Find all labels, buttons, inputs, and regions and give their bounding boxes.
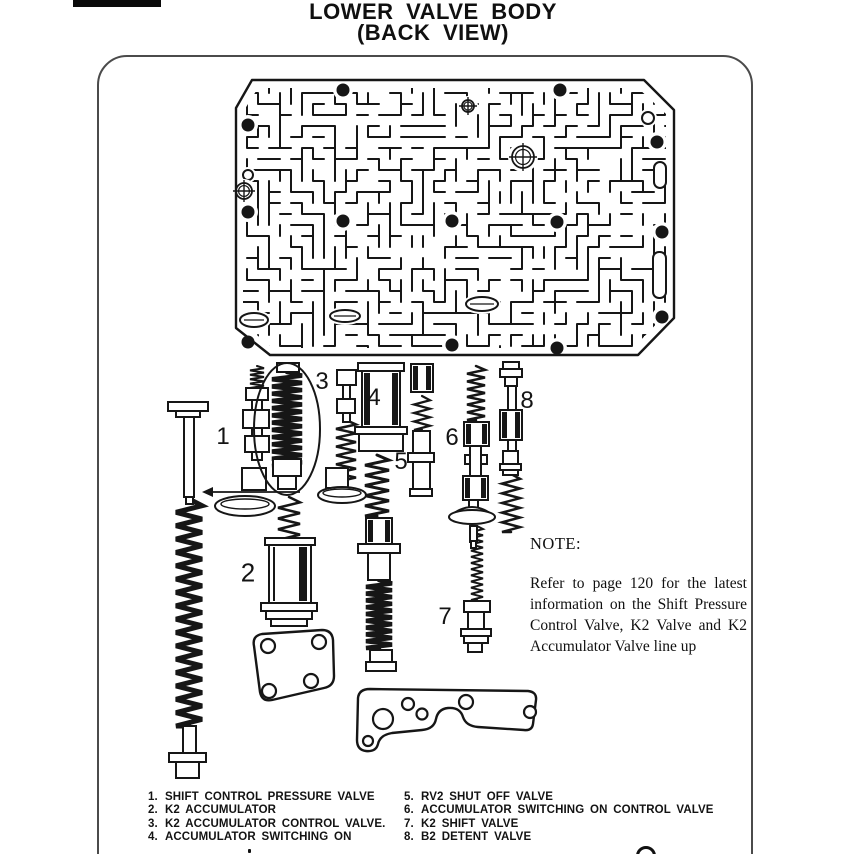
- valve-body-drawing: [232, 78, 676, 358]
- legend-column-right: 5. RV2 SHUT OFF VALVE 6. ACCUMULATOR SWITCH…: [404, 791, 714, 844]
- legend-item-number: 4.: [148, 830, 158, 843]
- diagram-frame: [97, 55, 753, 854]
- header-bar-mark: [73, 0, 161, 7]
- title-line2: (BACK VIEW): [356, 20, 510, 45]
- part-number-callout-5: 5: [394, 448, 408, 475]
- legend-item-label: SHIFT CONTROL PRESSURE VALVE: [165, 791, 375, 803]
- legend-item-number: 7.: [404, 817, 414, 830]
- legend-item: 7. K2 SHIFT VALVE: [404, 818, 714, 831]
- legend-item-number: 8.: [404, 830, 414, 843]
- legend-item: 5. RV2 SHUT OFF VALVE: [404, 791, 714, 804]
- legend-column-left: 1. SHIFT CONTROL PRESSURE VALVE 2. K2 ACCUM…: [148, 791, 385, 844]
- note-body: Refer to page 120 for the latest informa…: [530, 575, 747, 655]
- note-block: NOTE: Refer to page 120 for the latest i…: [530, 534, 747, 657]
- legend-item-label: K2 SHIFT VALVE: [421, 817, 519, 830]
- part-number-callout-4: 4: [367, 384, 381, 411]
- stray-period-mark: [248, 849, 251, 853]
- legend-item-label: ACCUMULATOR SWITCHING ON: [165, 830, 352, 843]
- part-number-callout-1: 1: [216, 423, 230, 450]
- note-heading: NOTE:: [530, 534, 582, 553]
- part-number-callout-7: 7: [438, 603, 452, 630]
- part-number-callout-2: 2: [240, 557, 256, 588]
- legend-item-number: 2.: [148, 804, 158, 817]
- part-number-callout-6: 6: [445, 424, 459, 451]
- legend-item: 1. SHIFT CONTROL PRESSURE VALVE: [148, 791, 385, 804]
- legend-item-number: 1.: [148, 791, 158, 803]
- part-number-callout-3: 3: [315, 368, 329, 395]
- legend-item: 2. K2 ACCUMULATOR: [148, 804, 385, 817]
- legend-item: 6. ACCUMULATOR SWITCHING ON CONTROL VALVE: [404, 804, 714, 817]
- legend-item: 8. B2 DETENT VALVE: [404, 831, 714, 844]
- legend-item-label: ACCUMULATOR SWITCHING ON CONTROL VALVE: [421, 804, 714, 817]
- legend-item-number: 3.: [148, 817, 158, 830]
- legend-item-label: K2 ACCUMULATOR: [165, 804, 277, 817]
- legend-item-label: K2 ACCUMULATOR CONTROL VALVE.: [165, 817, 386, 830]
- part-number-callout-8: 8: [520, 387, 534, 414]
- title-line1: LOWER VALVE BODY: [309, 0, 557, 24]
- legend-item: 4. ACCUMULATOR SWITCHING ON: [148, 831, 385, 844]
- legend-item-number: 6.: [404, 804, 414, 817]
- cutoff-character-mark: [636, 846, 656, 854]
- exploded-parts-drawing: [167, 361, 538, 779]
- legend-item-label: RV2 SHUT OFF VALVE: [421, 791, 553, 803]
- legend-item-number: 5.: [404, 791, 414, 803]
- legend-item: 3. K2 ACCUMULATOR CONTROL VALVE.: [148, 818, 385, 831]
- legend-item-label: B2 DETENT VALVE: [421, 830, 532, 843]
- page-title: LOWER VALVE BODY (BACK VIEW): [103, 0, 763, 45]
